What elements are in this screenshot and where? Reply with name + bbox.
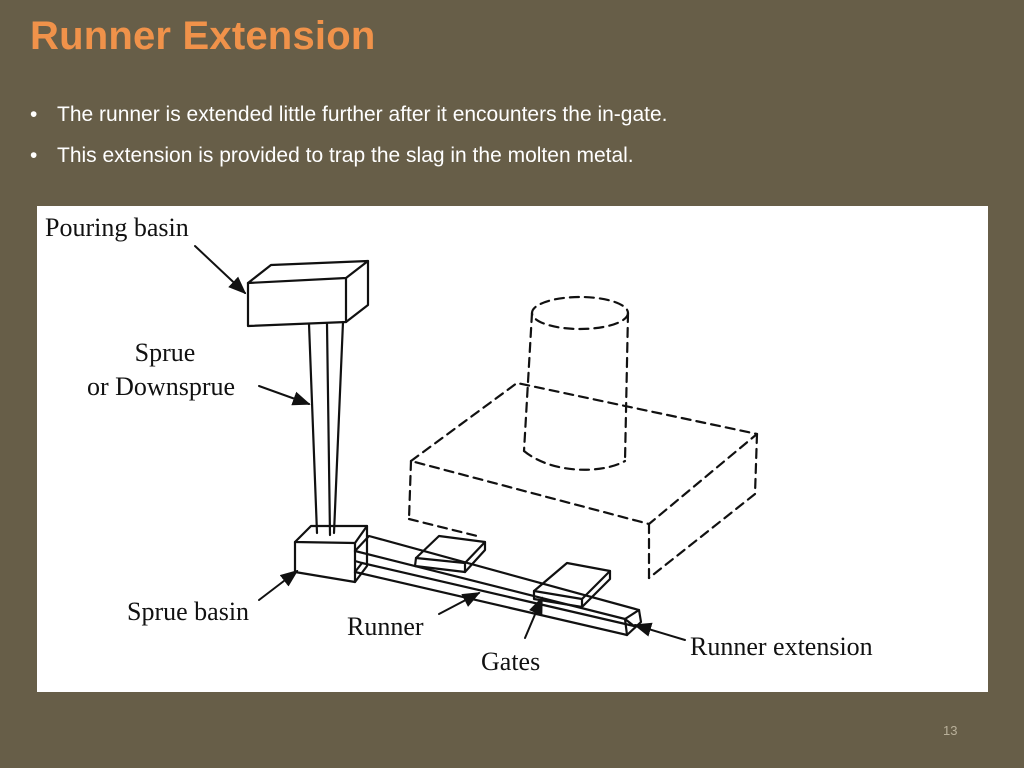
runner-shape — [353, 534, 643, 637]
label-sprue: Sprue — [134, 338, 196, 367]
bullet-list: • The runner is extended little further … — [30, 100, 668, 182]
arrow-gates — [524, 596, 543, 639]
gating-system-figure: Pouring basin Sprue or Downsprue Sprue b… — [37, 206, 988, 692]
label-pouring-basin: Pouring basin — [45, 213, 189, 242]
pouring-basin-shape — [246, 259, 370, 328]
arrow-runner — [438, 592, 481, 615]
bullet-text: This extension is provided to trap the s… — [57, 144, 634, 167]
label-or-downsprue: or Downsprue — [87, 372, 236, 401]
label-gates: Gates — [481, 647, 541, 676]
arrow-sprue-basin — [258, 569, 299, 601]
gating-system-diagram — [194, 245, 759, 641]
bullet-item: • This extension is provided to trap the… — [30, 141, 668, 182]
bullet-icon: • — [30, 103, 38, 126]
label-runner: Runner — [347, 612, 424, 641]
arrow-pouring-basin — [194, 245, 247, 295]
slide-number: 13 — [943, 723, 958, 738]
bullet-item: • The runner is extended little further … — [30, 100, 668, 141]
arrow-runner-extension — [633, 622, 686, 641]
sprue-shape — [307, 320, 345, 537]
label-runner-extension: Runner extension — [690, 632, 873, 661]
bullet-icon: • — [30, 144, 38, 167]
arrow-sprue — [258, 385, 311, 406]
slide-title: Runner Extension — [30, 14, 376, 58]
gate-shape — [413, 534, 487, 574]
casting-outline — [407, 295, 759, 580]
label-sprue-basin: Sprue basin — [127, 597, 250, 626]
label-arrows — [194, 245, 686, 641]
gate-shape — [532, 561, 612, 609]
bullet-text: The runner is extended little further af… — [57, 103, 668, 126]
